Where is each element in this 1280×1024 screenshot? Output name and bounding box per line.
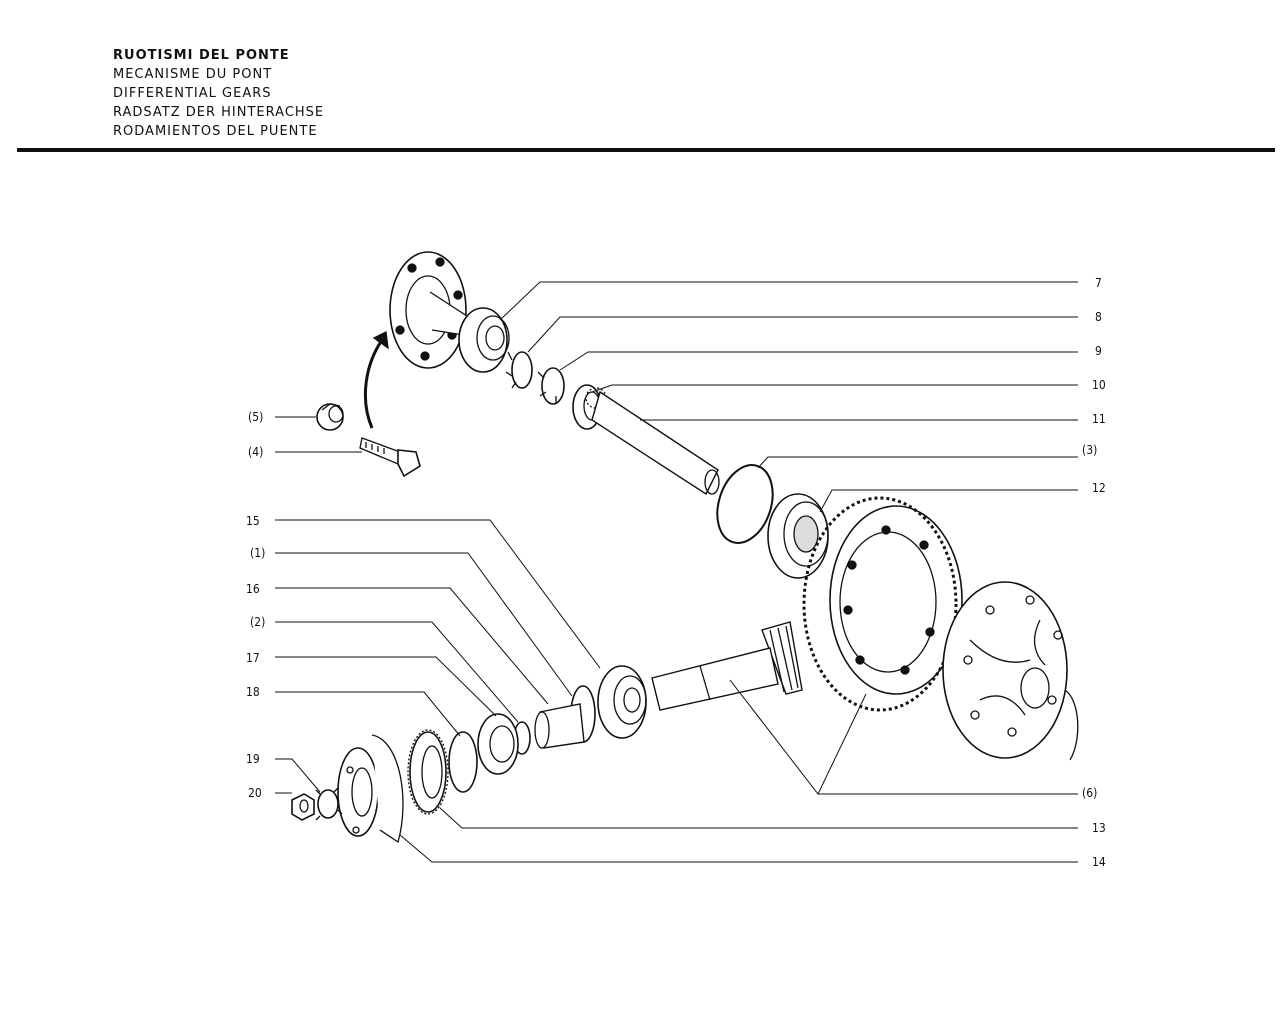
- lock-washer-19: [315, 787, 343, 821]
- bearing-17: [477, 713, 519, 775]
- seal-13: [407, 729, 449, 815]
- callout-15: 15: [246, 514, 260, 528]
- callout-3: (3): [1082, 443, 1097, 457]
- callout-10: 10: [1092, 378, 1106, 392]
- callout-14: 14: [1092, 855, 1106, 869]
- bearing-15: [597, 665, 647, 739]
- title-block: RUOTISMI DEL PONTE MECANISME DU PONT DIF…: [113, 46, 324, 141]
- callout-4: (4): [248, 445, 263, 459]
- callout-12: 12: [1092, 481, 1106, 495]
- callout-5: (5): [248, 410, 263, 424]
- title-english: DIFFERENTIAL GEARS: [113, 86, 272, 101]
- callout-8: 8: [1095, 310, 1102, 324]
- bolt: [359, 437, 421, 478]
- sleeve-16: [534, 703, 585, 749]
- pinion-shaft: [651, 647, 779, 711]
- callout-13: 13: [1092, 821, 1106, 835]
- differential-housing: [942, 581, 1079, 761]
- callout-17: 17: [246, 651, 260, 665]
- callout-11: 11: [1092, 412, 1106, 426]
- callout-labels: 7 8 9 10 11 (3) 12 (6) 13 14 (5) (4) 15 …: [246, 276, 1106, 869]
- callout-16: 16: [246, 582, 260, 596]
- callout-1: (1): [250, 546, 265, 560]
- pinion-gear: [761, 621, 803, 695]
- leader-lines: [275, 281, 1078, 863]
- callout-2: (2): [250, 615, 265, 629]
- bearing-7: [458, 307, 510, 373]
- arrow-indicator: [363, 331, 389, 429]
- drive-flange: [389, 251, 471, 369]
- ring-gear-6: [802, 496, 963, 712]
- callout-6: (6): [1082, 786, 1097, 800]
- flange-14: [337, 734, 404, 844]
- nut: [316, 403, 344, 431]
- title-italian: RUOTISMI DEL PONTE: [113, 48, 290, 63]
- spacer-9: [537, 367, 565, 405]
- shaft-11: [591, 390, 720, 496]
- title-french: MECANISME DU PONT: [113, 67, 273, 82]
- title-german: RADSATZ DER HINTERACHSE: [113, 105, 325, 120]
- callout-19: 19: [246, 752, 260, 766]
- callout-9: 9: [1095, 344, 1102, 358]
- callout-18: 18: [246, 685, 260, 699]
- bearing-12: [767, 493, 829, 579]
- title-spanish: RODAMIENTOS DEL PUENTE: [113, 124, 318, 139]
- header-rule: [17, 148, 1275, 152]
- callout-7: 7: [1095, 276, 1102, 290]
- nut-20: [291, 793, 315, 821]
- callout-20: 20: [248, 786, 262, 800]
- shim-18: [448, 731, 478, 793]
- spacer-8: [505, 351, 533, 389]
- ring-3: [716, 464, 774, 544]
